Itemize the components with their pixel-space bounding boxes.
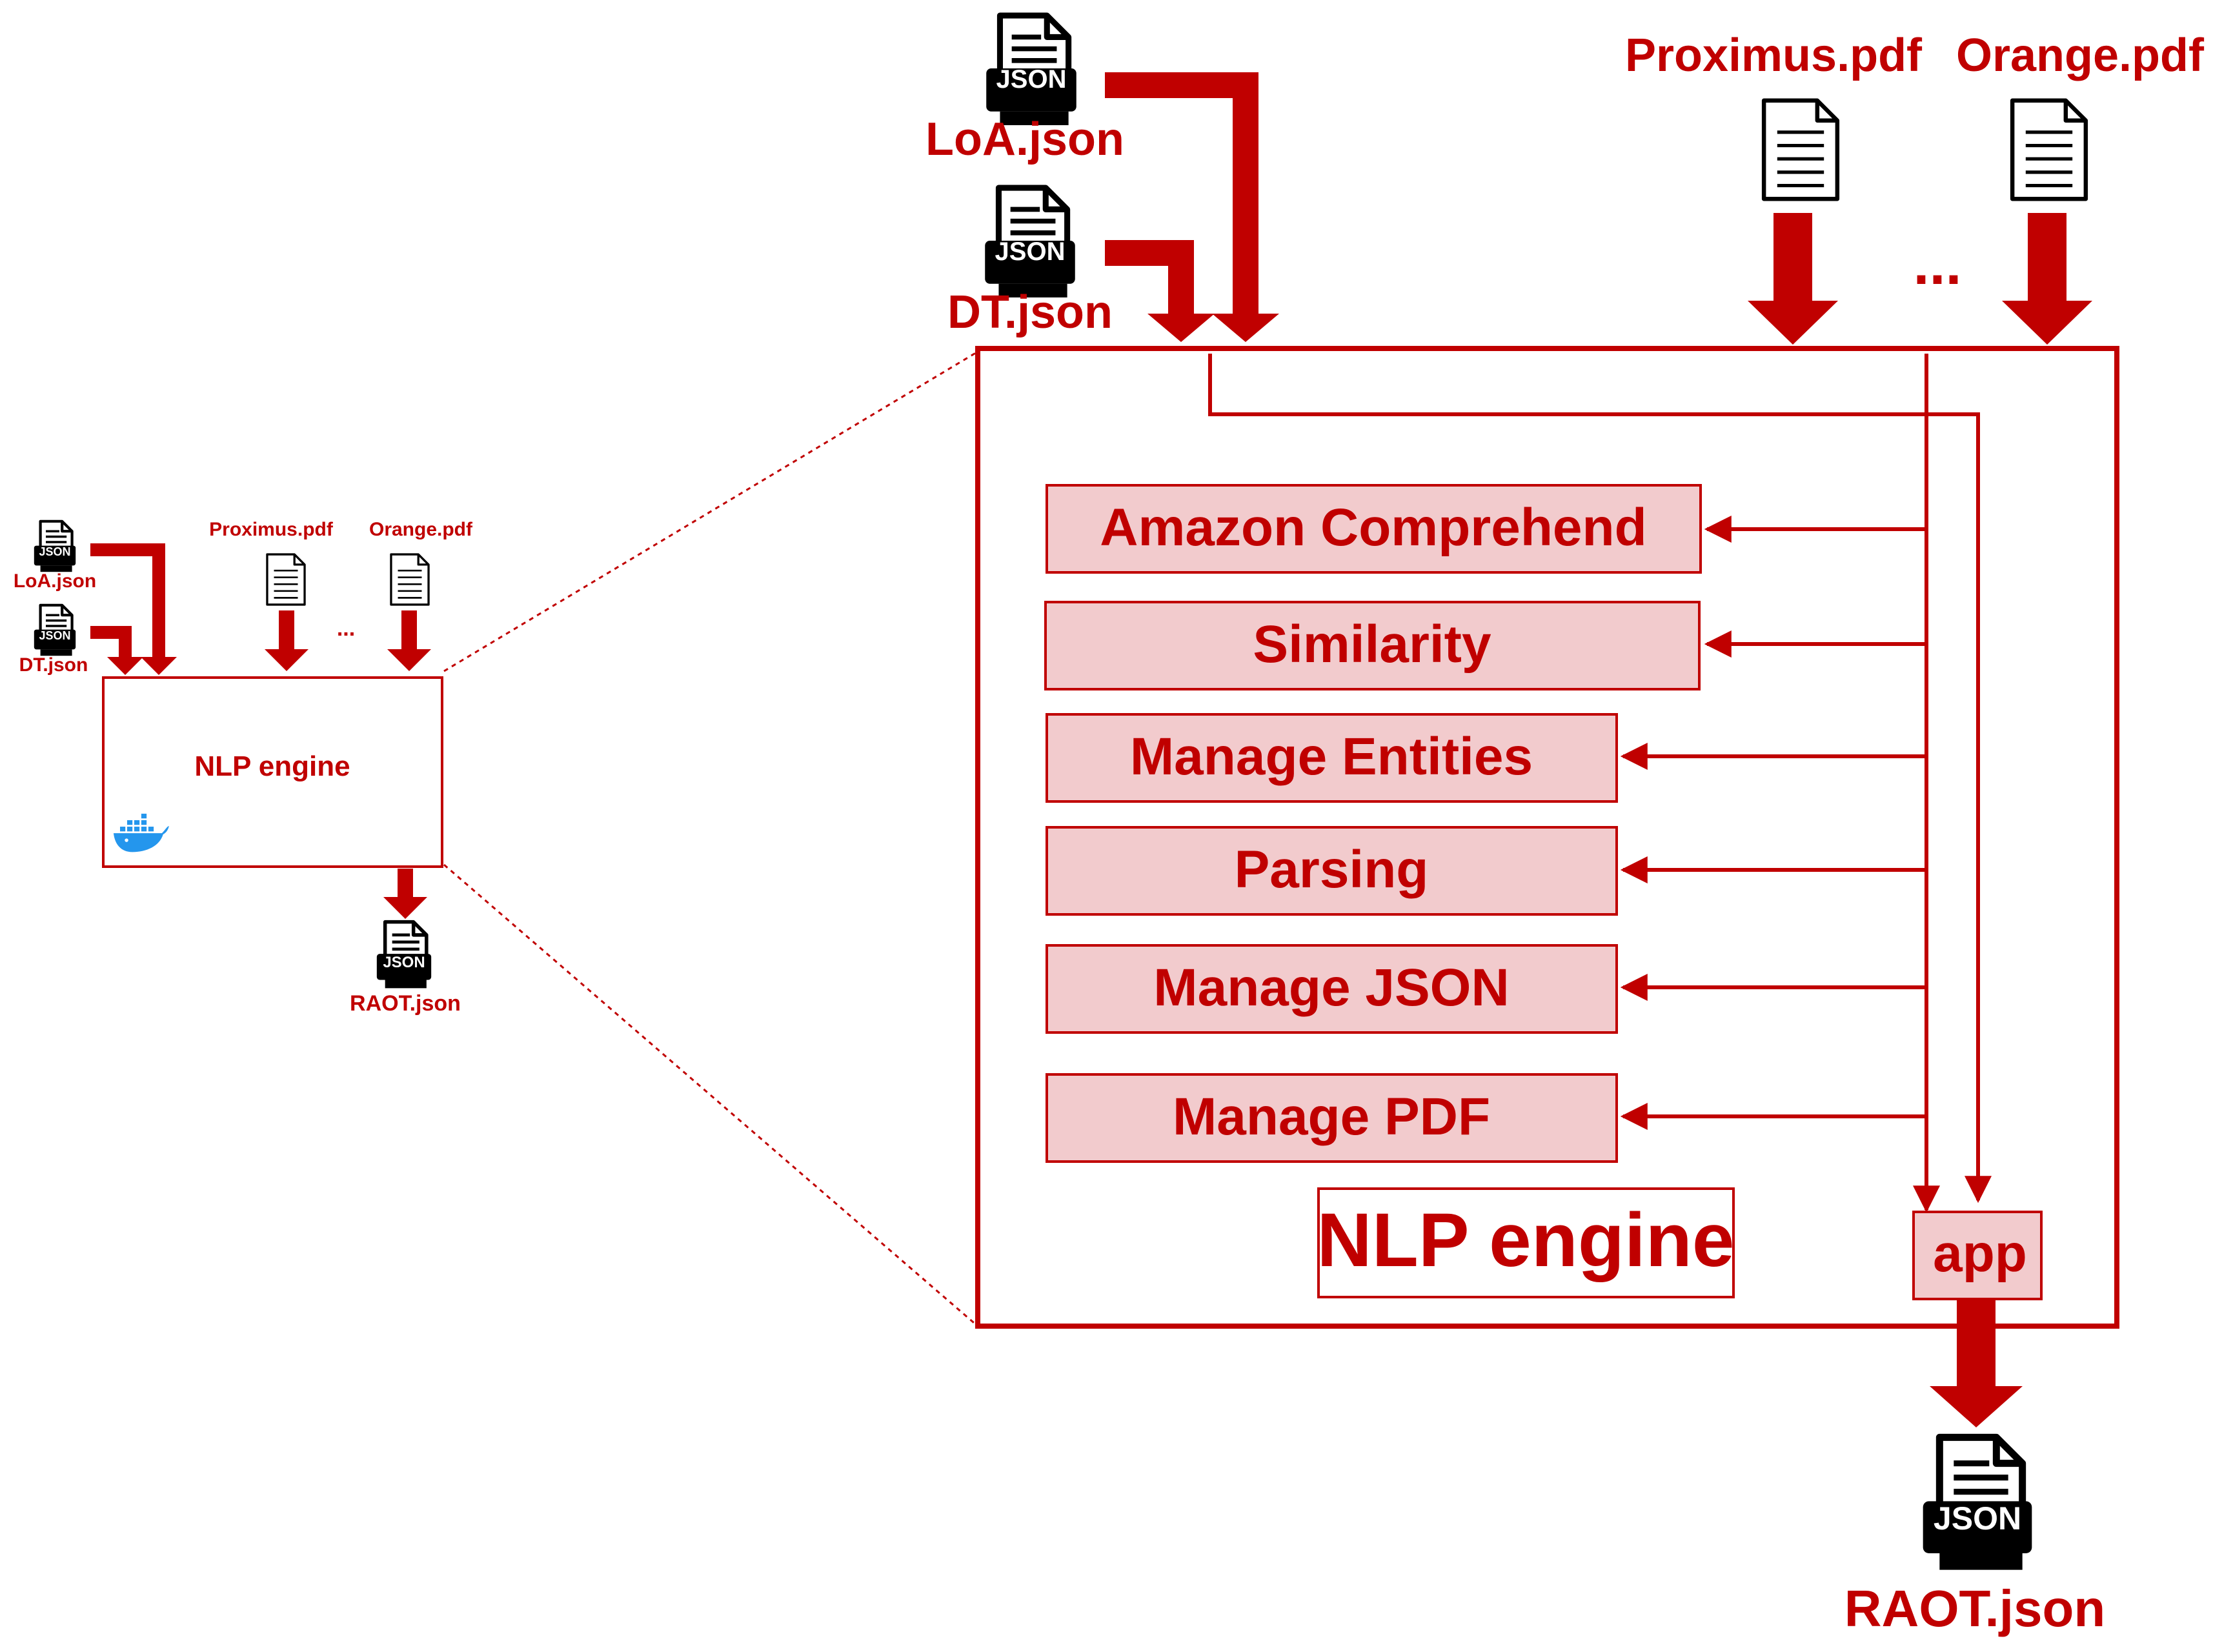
- overview-orange-arrow: [387, 610, 431, 671]
- module-manage-entities: Manage Entities: [1046, 713, 1618, 803]
- app-box: [1912, 1211, 2043, 1300]
- json-tag: JSON: [1934, 1500, 2021, 1536]
- module-label: Manage PDF: [1173, 1087, 1490, 1146]
- json-tag: JSON: [383, 954, 425, 971]
- detail-engine-label-box: [1317, 1187, 1735, 1298]
- detail-dt-arrow: [1105, 240, 1215, 342]
- detail-input-arrows: [1105, 72, 2092, 345]
- json-tag: JSON: [995, 237, 1066, 266]
- detail-output-arrow: [1930, 1300, 2023, 1427]
- overview-output-label: RAOT.json: [350, 991, 461, 1016]
- overview-orange-document-icon: [390, 553, 430, 606]
- detail-orange-document-icon: [2012, 101, 2086, 199]
- overview-ellipsis: ...: [337, 616, 355, 641]
- module-amazon-comprehend: Amazon Comprehend: [1046, 484, 1702, 574]
- overview-dt-label: DT.json: [19, 654, 88, 676]
- overview-raot-json-icon: JSON: [377, 922, 431, 989]
- module-label: Similarity: [1253, 615, 1491, 674]
- json-tag: JSON: [39, 629, 70, 642]
- detail-dt-json-icon: JSON: [985, 188, 1075, 297]
- detail-ellipsis: ...: [1913, 232, 1961, 297]
- module-similarity: Similarity: [1044, 601, 1701, 690]
- detail-engine-label: NLP engine: [1317, 1198, 1735, 1283]
- detail-raot-json-icon: JSON: [1923, 1437, 2032, 1569]
- zoom-connector-lines: [443, 350, 978, 1327]
- module-manage-pdf: Manage PDF: [1046, 1073, 1618, 1163]
- overview-dt-arrow: [90, 626, 143, 675]
- module-manage-json: Manage JSON: [1046, 944, 1618, 1034]
- detail-proximus-label: Proximus.pdf: [1625, 30, 1923, 81]
- detail-loa-arrow: [1105, 72, 1279, 342]
- json-tag: JSON: [996, 65, 1067, 94]
- module-label: Manage Entities: [1130, 727, 1533, 786]
- json-tag: JSON: [39, 545, 70, 558]
- detail-proximus-document-icon: [1764, 101, 1837, 199]
- detail-output-label: RAOT.json: [1844, 1580, 2105, 1637]
- detail-engine-frame: [975, 346, 2119, 1329]
- overview-proximus-label: Proximus.pdf: [209, 519, 334, 540]
- overview-engine-label: NLP engine: [194, 750, 350, 782]
- module-label: Parsing: [1235, 840, 1429, 899]
- overview-loa-json-icon: JSON: [34, 521, 76, 572]
- detail-proximus-arrow: [1748, 213, 1838, 345]
- module-parsing: Parsing: [1046, 826, 1618, 916]
- routing-lines: [1208, 354, 1992, 1213]
- overview-proximus-document-icon: [266, 553, 306, 606]
- detail-loa-label: LoA.json: [925, 114, 1124, 165]
- overview-input-arrows: [90, 543, 431, 675]
- module-label: Amazon Comprehend: [1100, 498, 1646, 557]
- detail-orange-arrow: [2002, 213, 2092, 345]
- module-label: Manage JSON: [1153, 958, 1509, 1017]
- detail: JSON LoA.json JSON DT.json Proximus.pdf …: [925, 15, 2205, 1637]
- app-label: app: [1933, 1224, 2027, 1283]
- detail-orange-label: Orange.pdf: [1956, 30, 2205, 81]
- overview-loa-label: LoA.json: [14, 570, 96, 592]
- detail-loa-json-icon: JSON: [986, 15, 1076, 125]
- overview-loa-arrow: [90, 543, 177, 675]
- overview-proximus-arrow: [265, 610, 308, 671]
- overview-orange-label: Orange.pdf: [369, 519, 473, 540]
- detail-dt-label: DT.json: [947, 287, 1113, 338]
- overview-output-arrow: [383, 869, 427, 919]
- overview-dt-json-icon: JSON: [34, 605, 76, 656]
- overview: JSON LoA.json JSON DT.json Proximus.pdf …: [14, 519, 473, 1016]
